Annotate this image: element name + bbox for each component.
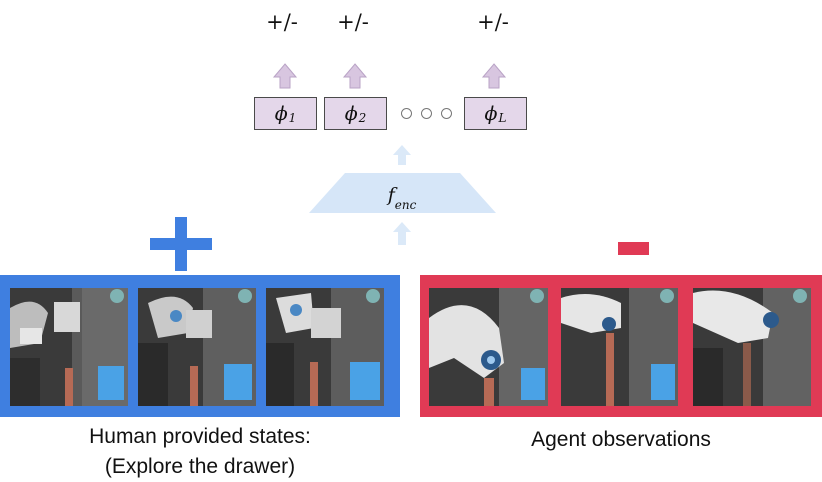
human-states-caption-line1: Human provided states: <box>89 425 311 448</box>
ellipsis-dot-2 <box>421 108 432 119</box>
head-arrows <box>272 63 507 89</box>
encoder-label: fenc <box>352 184 452 212</box>
head-phi-1-symbol: ϕ <box>274 102 288 125</box>
human-states-caption-line2: (Explore the drawer) <box>104 455 296 478</box>
output-label-1: +/- <box>266 10 298 34</box>
head-arrow-1 <box>272 63 298 89</box>
head-phi-2-symbol: ϕ <box>344 102 358 125</box>
encoder-arrow-bottom <box>393 222 411 245</box>
head-phi-L-sub: L <box>498 110 507 125</box>
human-states-caption: Human provided states: (Explore the draw… <box>0 422 400 482</box>
human-state-image-2 <box>138 288 256 406</box>
encoder-trapezoid <box>309 173 496 213</box>
encoder-arrow-top <box>393 145 411 165</box>
agent-observation-image-2 <box>561 288 678 406</box>
minus-sign-icon <box>618 242 649 255</box>
head-phi-L-symbol: ϕ <box>484 102 498 125</box>
human-state-image-1 <box>10 288 128 406</box>
output-label-L: +/- <box>477 10 509 34</box>
encoder-subscript: enc <box>394 197 417 212</box>
head-arrow-L <box>481 63 507 89</box>
encoder-symbol: f <box>387 184 395 206</box>
agent-observations-caption-line1: Agent observations <box>531 428 711 451</box>
ellipsis-dot-3 <box>441 108 452 119</box>
output-label-2: +/- <box>337 10 369 34</box>
ellipsis-dot-1 <box>401 108 412 119</box>
agent-observations-caption: Agent observations <box>420 425 822 455</box>
head-phi-1-sub: 1 <box>288 110 297 125</box>
human-states-frame <box>0 275 400 417</box>
agent-observation-image-1 <box>429 288 548 406</box>
plus-sign-icon <box>150 217 212 271</box>
agent-observation-image-3 <box>693 288 811 406</box>
head-phi-2-sub: 2 <box>358 110 367 125</box>
human-state-image-3 <box>266 288 384 406</box>
encoder-graphic <box>309 145 496 245</box>
agent-observations-frame <box>420 275 822 417</box>
head-arrow-2 <box>342 63 368 89</box>
